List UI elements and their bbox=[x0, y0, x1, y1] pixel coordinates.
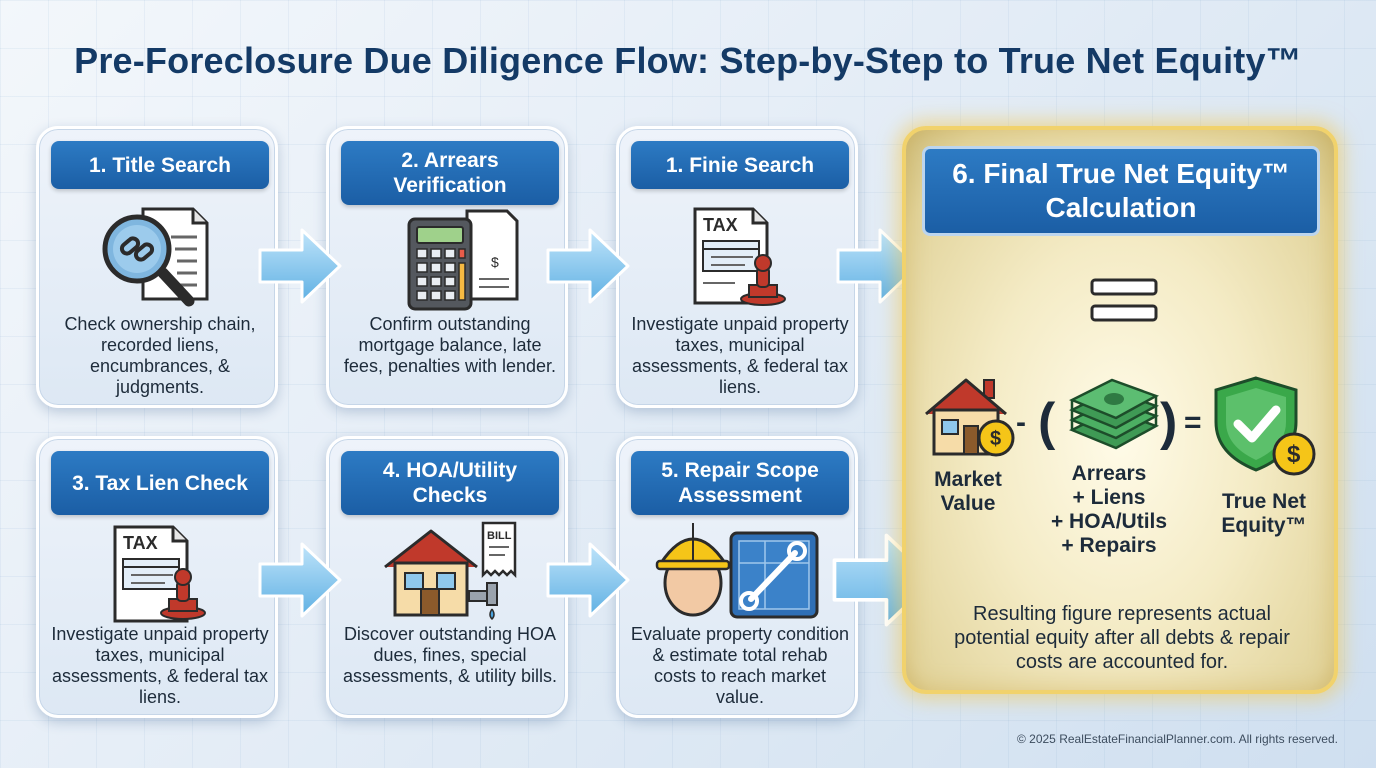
open-paren: ( bbox=[1038, 393, 1056, 451]
svg-text:TAX: TAX bbox=[703, 215, 738, 235]
true-net-equity-label: True Net Equity™ bbox=[1221, 490, 1307, 537]
flow-arrow-4-5 bbox=[258, 542, 342, 618]
flow-arrow-1-2 bbox=[258, 228, 342, 304]
summary-text: Resulting figure represents actual poten… bbox=[954, 603, 1290, 673]
step-heading: 2. Arrears Verification bbox=[341, 141, 559, 205]
flow-arrow-2-3 bbox=[546, 228, 630, 304]
page-title: Pre-Foreclosure Due Diligence Flow: Step… bbox=[74, 40, 1302, 81]
final-calculation-panel: 6. Final True Net Equity™ Calculation $ … bbox=[902, 126, 1338, 694]
deduction-item: + Liens bbox=[1072, 486, 1146, 509]
house-bill-icon: BILL bbox=[375, 513, 525, 623]
close-paren: ) bbox=[1160, 393, 1178, 451]
magnifier-document-icon bbox=[85, 203, 235, 313]
final-heading: 6. Final True Net Equity™ Calculation bbox=[922, 146, 1320, 236]
step-card-hoa-utility-checks: 4. HOA/Utility Checks BILL Discover outs… bbox=[326, 436, 568, 718]
step-description: Check ownership chain, recorded liens, e… bbox=[64, 314, 256, 397]
step-card-tax-lien-check: 3. Tax Lien Check TAX Investigate unpaid… bbox=[36, 436, 278, 718]
step-description: Investigate unpaid property taxes, munic… bbox=[631, 314, 849, 397]
svg-text:$: $ bbox=[491, 254, 499, 270]
equals-icon bbox=[1090, 278, 1158, 322]
step-heading: 1. Finie Search bbox=[631, 141, 849, 189]
shield-check-icon: $ bbox=[1214, 376, 1316, 476]
step-description: Evaluate property condition & estimate t… bbox=[630, 624, 850, 707]
tax-document-icon: TAX bbox=[85, 513, 235, 623]
market-value-label: Market Value bbox=[934, 468, 1002, 515]
equals-operator: = bbox=[1184, 406, 1202, 439]
svg-text:BILL: BILL bbox=[487, 530, 512, 542]
flow-arrow-3-final bbox=[836, 228, 920, 304]
step-description: Confirm outstanding mortgage balance, la… bbox=[343, 314, 557, 376]
cash-stack-icon bbox=[1068, 378, 1160, 450]
hardhat-blueprint-icon bbox=[655, 513, 825, 623]
step-card-arrears-verification: 2. Arrears Verification $ Confirm outsta… bbox=[326, 126, 568, 408]
step-heading: 5. Repair Scope Assessment bbox=[631, 451, 849, 515]
deductions-list: Arrears + Liens + HOA/Utils + Repairs bbox=[1034, 462, 1184, 558]
step-heading: 3. Tax Lien Check bbox=[51, 451, 269, 515]
tax-document-icon: TAX bbox=[665, 203, 815, 313]
house-coin-icon: $ bbox=[925, 378, 1015, 457]
step-card-repair-scope: 5. Repair Scope Assessment Evaluate prop… bbox=[616, 436, 858, 718]
step-description: Investigate unpaid property taxes, munic… bbox=[51, 624, 269, 707]
step-heading: 1. Title Search bbox=[51, 141, 269, 189]
deduction-item: Arrears bbox=[1071, 462, 1147, 485]
deduction-item: + Repairs bbox=[1061, 534, 1157, 557]
calculator-icon: $ bbox=[375, 203, 525, 313]
step-card-title-search: 1. Title Search Check ownership chain, r… bbox=[36, 126, 278, 408]
step-card-finie-search: 1. Finie Search TAX Investigate unpaid p… bbox=[616, 126, 858, 408]
svg-text:TAX: TAX bbox=[123, 533, 158, 553]
flow-arrow-5-6 bbox=[546, 542, 630, 618]
minus-operator: - bbox=[1016, 406, 1026, 439]
copyright-footer: © 2025 RealEstateFinancialPlanner.com. A… bbox=[1016, 732, 1338, 746]
svg-text:$: $ bbox=[990, 428, 1001, 450]
step-heading: 4. HOA/Utility Checks bbox=[341, 451, 559, 515]
step-description: Discover outstanding HOA dues, fines, sp… bbox=[342, 624, 558, 686]
deduction-item: + HOA/Utils bbox=[1050, 510, 1168, 533]
svg-text:$: $ bbox=[1287, 441, 1301, 468]
